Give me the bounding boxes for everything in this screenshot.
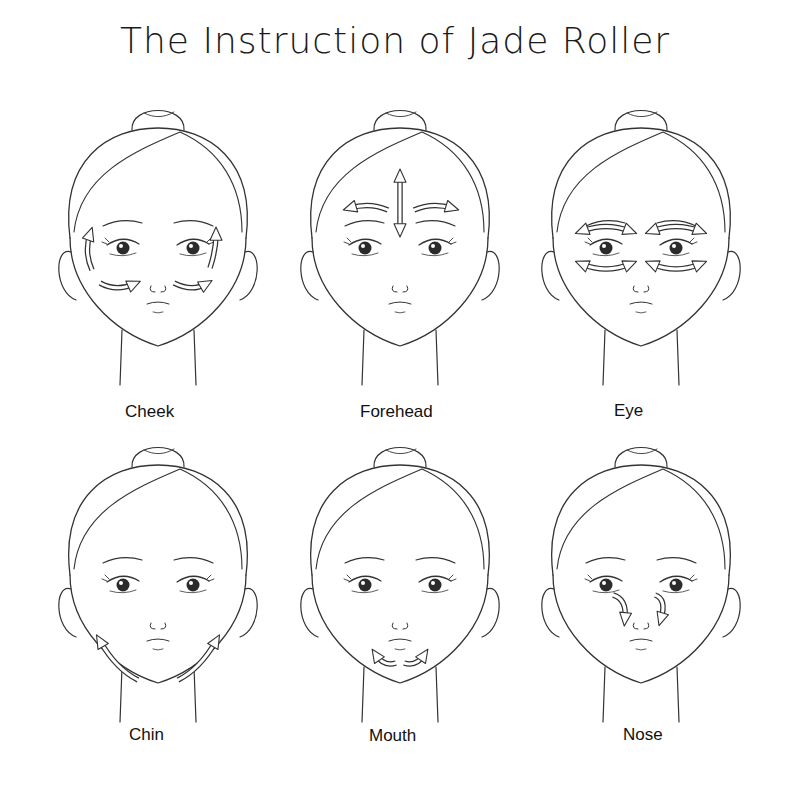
roll-arrow <box>613 595 632 626</box>
roll-arrow <box>404 649 428 664</box>
diagram-title: The Instruction of Jade Roller <box>120 20 670 61</box>
roll-arrow <box>210 227 222 268</box>
roll-arrow <box>394 169 406 237</box>
roll-arrow <box>174 281 212 293</box>
area-caption: Nose <box>623 725 663 745</box>
area-caption: Chin <box>129 725 164 745</box>
roll-arrow <box>575 223 636 234</box>
roll-arrow <box>414 201 459 212</box>
roll-arrow <box>645 223 706 234</box>
face-drawing <box>59 448 257 723</box>
area-caption: Mouth <box>369 726 416 746</box>
area-caption: Cheek <box>125 402 174 422</box>
face-drawing <box>301 111 499 386</box>
roll-arrow <box>82 227 93 270</box>
area-caption: Eye <box>614 401 643 421</box>
roll-arrow <box>343 201 388 212</box>
roll-arrow <box>655 595 669 626</box>
roll-arrow <box>100 281 140 292</box>
roll-arrow <box>372 649 396 664</box>
face-drawing <box>301 448 499 723</box>
face-drawing <box>542 111 740 386</box>
face-drawing <box>542 448 740 723</box>
roll-arrow <box>97 635 139 680</box>
area-caption: Forehead <box>360 402 433 422</box>
roll-arrow <box>178 635 220 680</box>
roll-arrow <box>646 261 707 272</box>
face-drawing <box>59 111 257 386</box>
roll-arrow <box>576 261 637 272</box>
